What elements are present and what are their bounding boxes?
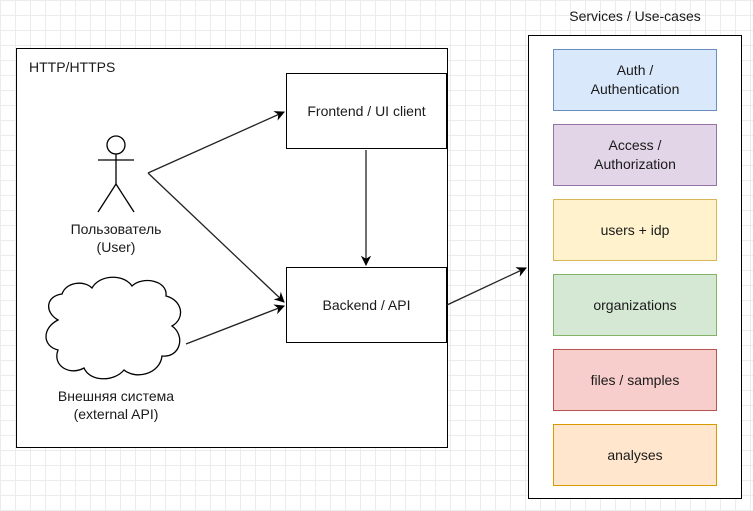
service-auth-label: Auth / Authentication bbox=[590, 62, 680, 97]
service-analyses[interactable]: analyses bbox=[553, 424, 717, 486]
http-frame-title: HTTP/HTTPS bbox=[29, 59, 116, 75]
service-users-idp[interactable]: users + idp bbox=[553, 199, 717, 261]
backend-node[interactable]: Backend / API bbox=[286, 267, 447, 343]
arrow-external-to-backend bbox=[185, 304, 285, 345]
services-frame bbox=[528, 35, 742, 499]
service-access[interactable]: Access / Authorization bbox=[553, 124, 717, 186]
external-system-label: Внешняя система (external API) bbox=[57, 388, 175, 422]
service-organizations-label: organizations bbox=[593, 296, 677, 313]
services-title: Services / Use-cases bbox=[569, 8, 701, 24]
frontend-node[interactable]: Frontend / UI client bbox=[286, 73, 447, 149]
arrow-user-to-frontend bbox=[147, 111, 285, 174]
backend-node-label: Backend / API bbox=[322, 296, 411, 313]
service-organizations[interactable]: organizations bbox=[553, 274, 717, 336]
arrow-backend-to-services bbox=[446, 267, 527, 306]
service-analyses-label: analyses bbox=[607, 446, 663, 463]
service-users-idp-label: users + idp bbox=[600, 221, 670, 238]
user-actor-icon bbox=[97, 135, 135, 213]
frontend-node-label: Frontend / UI client bbox=[307, 102, 426, 119]
service-access-label: Access / Authorization bbox=[594, 137, 676, 172]
user-label: Пользователь (User) bbox=[70, 221, 162, 255]
service-files-samples[interactable]: files / samples bbox=[553, 349, 717, 411]
arrow-user-to-backend bbox=[147, 172, 285, 303]
cloud-icon bbox=[45, 276, 182, 380]
service-files-samples-label: files / samples bbox=[590, 371, 680, 388]
service-auth[interactable]: Auth / Authentication bbox=[553, 49, 717, 111]
